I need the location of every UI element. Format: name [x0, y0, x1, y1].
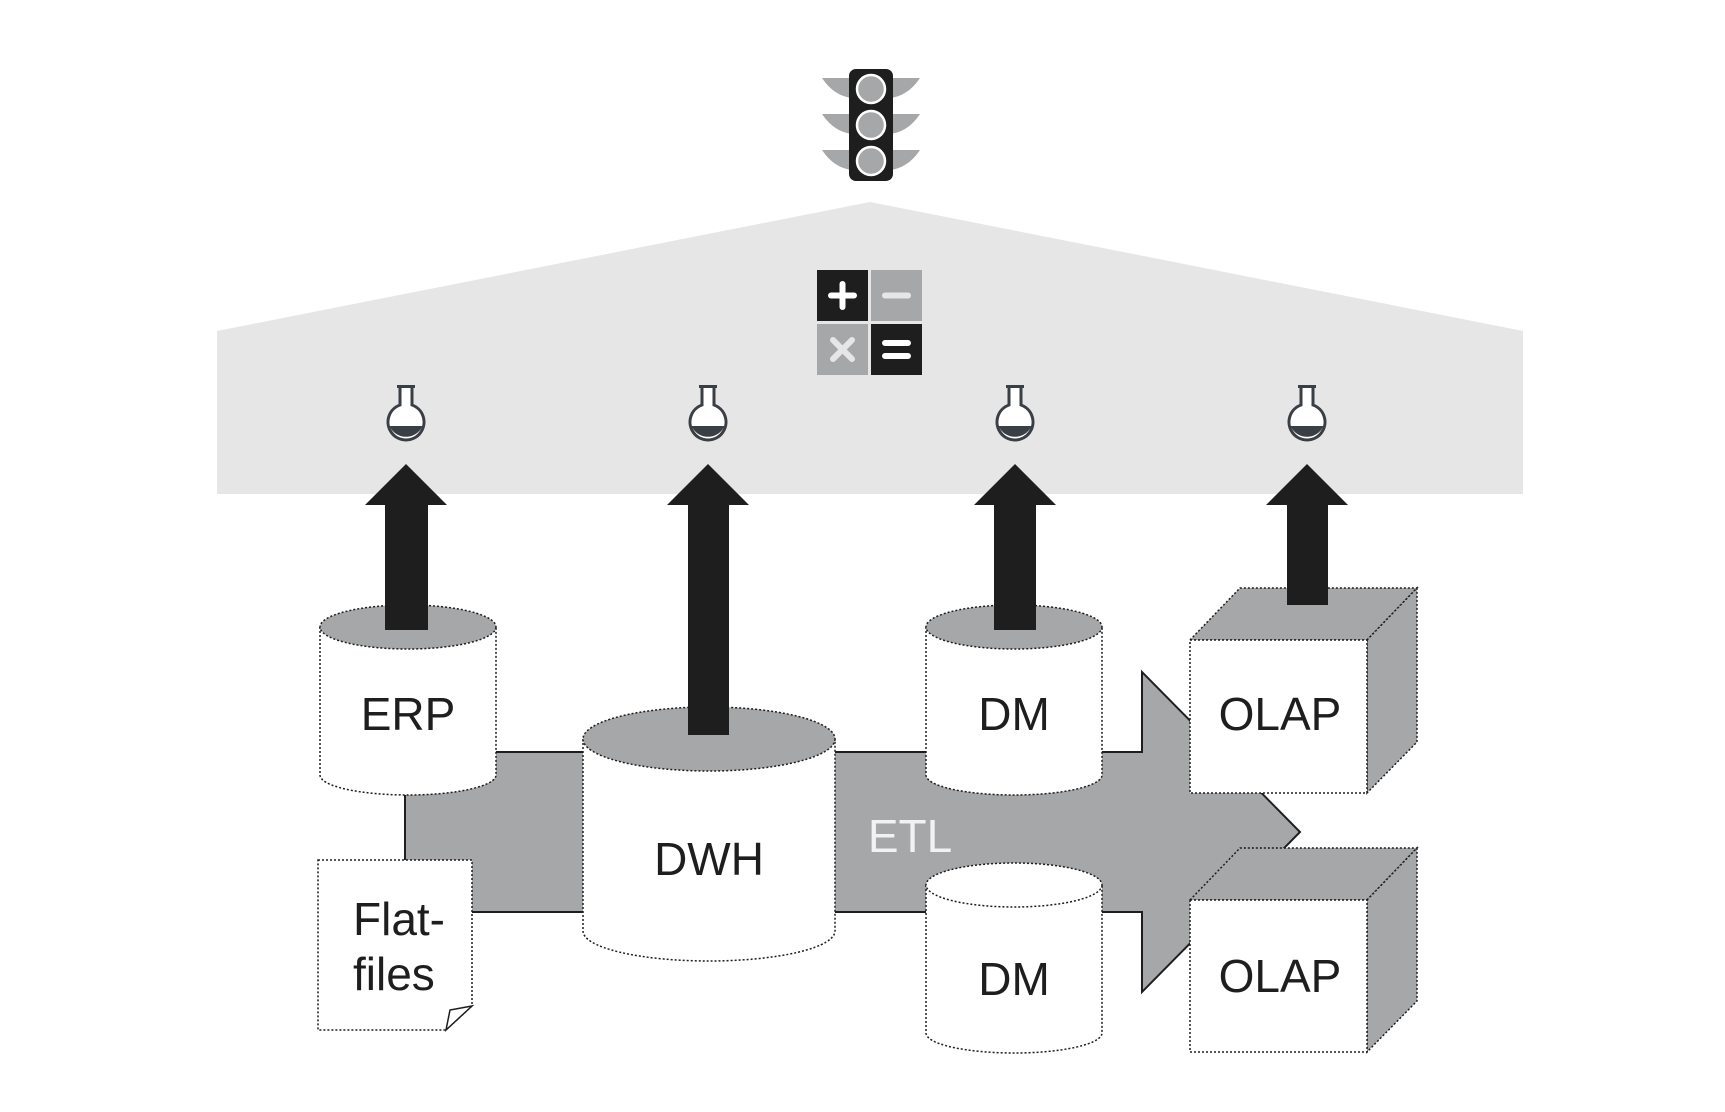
olap-top-cube: OLAP [1188, 586, 1419, 795]
olap-bottom-label: OLAP [1219, 950, 1342, 1002]
dm-top-database-cylinder: DM [925, 604, 1103, 796]
erp-up-arrow [365, 464, 447, 630]
traffic-light-icon [822, 69, 920, 181]
dwh-up-arrow [667, 464, 749, 735]
dm-top-label: DM [978, 688, 1050, 740]
flask-icon [1287, 385, 1327, 442]
olap-up-arrow [1266, 464, 1348, 605]
dm-up-arrow [974, 464, 1056, 630]
calculator-icon [817, 270, 922, 375]
flask-icon [386, 385, 426, 442]
flat-files-label-line1: Flat- [353, 893, 445, 945]
erp-label: ERP [361, 688, 456, 740]
olap-top-label: OLAP [1219, 688, 1342, 740]
flask-icon [995, 385, 1035, 442]
etl-arrow [404, 669, 1302, 995]
etl-label: ETL [868, 810, 952, 862]
olap-bottom-cube: OLAP [1188, 846, 1419, 1054]
flask-icon [688, 385, 728, 442]
dm-bottom-database-cylinder: DM [925, 862, 1103, 1054]
flat-files-label-line2: files [353, 948, 435, 1000]
analytics-layer-roof [217, 202, 1523, 494]
dwh-database-cylinder: DWH [582, 706, 836, 962]
flat-files-document: Flat- files [317, 859, 475, 1033]
dwh-label: DWH [654, 833, 764, 885]
dm-bottom-label: DM [978, 953, 1050, 1005]
erp-database-cylinder: ERP [319, 604, 497, 796]
